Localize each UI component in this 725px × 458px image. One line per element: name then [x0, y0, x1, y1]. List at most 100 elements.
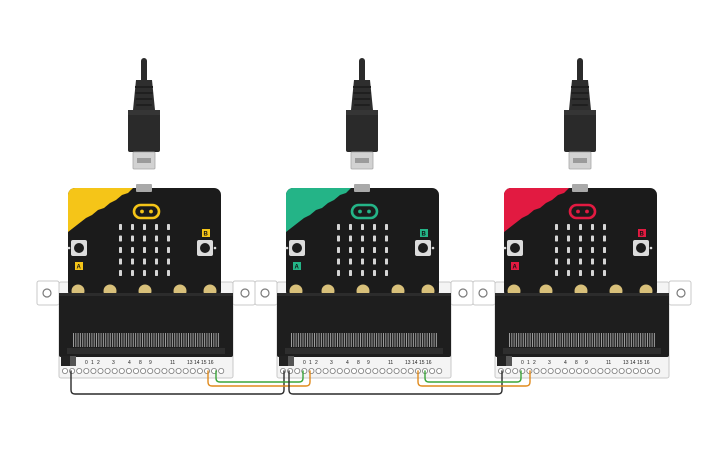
cable-ridge	[353, 86, 371, 88]
connector-pin	[362, 333, 364, 347]
led	[567, 247, 570, 253]
button-b-cap	[200, 243, 210, 253]
pin-label: 3	[112, 360, 115, 366]
connector-pin	[215, 333, 217, 347]
connector-pin	[102, 333, 104, 347]
connector-pin	[511, 333, 513, 347]
terminal-hole	[400, 367, 407, 374]
connector-pin	[520, 333, 522, 347]
connector-pin	[541, 333, 543, 347]
connector-pin	[174, 333, 176, 347]
usb-port	[354, 184, 370, 192]
connector-pin	[564, 333, 566, 347]
button-b-label: B	[422, 232, 427, 238]
connector-pin	[139, 333, 141, 347]
connector-pin	[121, 333, 123, 347]
connector-pin	[568, 333, 570, 347]
led	[143, 258, 146, 265]
button-a-label: A	[77, 265, 82, 271]
led	[567, 235, 570, 242]
cable-ridge	[135, 86, 153, 88]
terminal-hole	[294, 367, 301, 374]
led	[579, 270, 582, 276]
connector-pin	[584, 333, 586, 347]
terminal-hole	[125, 367, 132, 374]
connector-foot	[503, 348, 661, 354]
terminal-hole	[147, 367, 154, 374]
connector-pin	[383, 333, 384, 347]
led	[337, 270, 340, 276]
led	[603, 270, 606, 276]
connector-pin	[144, 333, 146, 347]
connector-pin	[130, 333, 132, 347]
connector-pin	[323, 333, 325, 347]
pin-label: 4	[346, 360, 349, 366]
connector-pin	[325, 333, 327, 347]
connector-pin	[132, 333, 134, 347]
accent-stripe	[504, 188, 569, 232]
connector-pin	[151, 333, 153, 347]
connector-pin	[350, 333, 352, 347]
connector-pin	[295, 333, 297, 347]
led	[143, 235, 146, 242]
accent-stripe	[68, 188, 133, 232]
connector-pin	[401, 333, 403, 347]
terminal-hole	[372, 367, 379, 374]
led	[361, 235, 364, 242]
pin-label: 8	[139, 360, 142, 366]
connector-pin	[545, 333, 547, 347]
terminal-hole	[618, 367, 625, 374]
terminal-hole	[322, 367, 329, 374]
connector-pin	[178, 333, 180, 347]
connector-pin	[293, 333, 295, 347]
pin-label: 0	[521, 360, 524, 366]
connector-pin	[396, 333, 398, 347]
terminal-hole	[336, 367, 343, 374]
terminal-hole	[154, 367, 161, 374]
connector-pin	[302, 333, 304, 347]
connector-pin	[307, 333, 309, 347]
connector-pin	[100, 333, 102, 347]
cable-ridge	[572, 104, 588, 106]
button-a-label-bg	[293, 262, 301, 270]
button-b-cap	[636, 243, 646, 253]
connector-pin	[114, 333, 116, 347]
edge-connector-top	[59, 293, 233, 296]
led	[143, 270, 146, 276]
connector-pin	[155, 333, 157, 347]
led	[591, 247, 594, 253]
connector-pin	[561, 333, 563, 347]
connector-pin	[640, 333, 642, 347]
led	[131, 235, 134, 242]
connector-pin	[607, 333, 609, 347]
connector-pin	[297, 333, 299, 347]
connector-pin	[387, 333, 389, 347]
led	[349, 224, 352, 230]
connector-pin	[630, 333, 632, 347]
connector-pin	[137, 333, 139, 347]
connector-pin	[369, 333, 371, 347]
led	[373, 235, 376, 242]
led	[373, 258, 376, 265]
terminal-hole	[189, 367, 196, 374]
led	[155, 224, 158, 230]
connector-pin	[125, 333, 127, 347]
connector-pin	[647, 333, 648, 347]
board-body	[286, 188, 439, 298]
terminal-hole	[505, 367, 512, 374]
button-b-dot	[431, 246, 435, 250]
led	[579, 224, 582, 230]
cable-ridge	[135, 98, 153, 100]
pin-label: 1	[309, 360, 312, 366]
led	[337, 235, 340, 242]
connector-pin	[82, 333, 84, 347]
led	[567, 258, 570, 265]
button-a-label-bg	[75, 262, 83, 270]
led	[155, 258, 158, 265]
connector-pin	[158, 333, 160, 347]
connector-pin	[617, 333, 619, 347]
connector-pin	[316, 333, 318, 347]
led	[361, 224, 364, 230]
